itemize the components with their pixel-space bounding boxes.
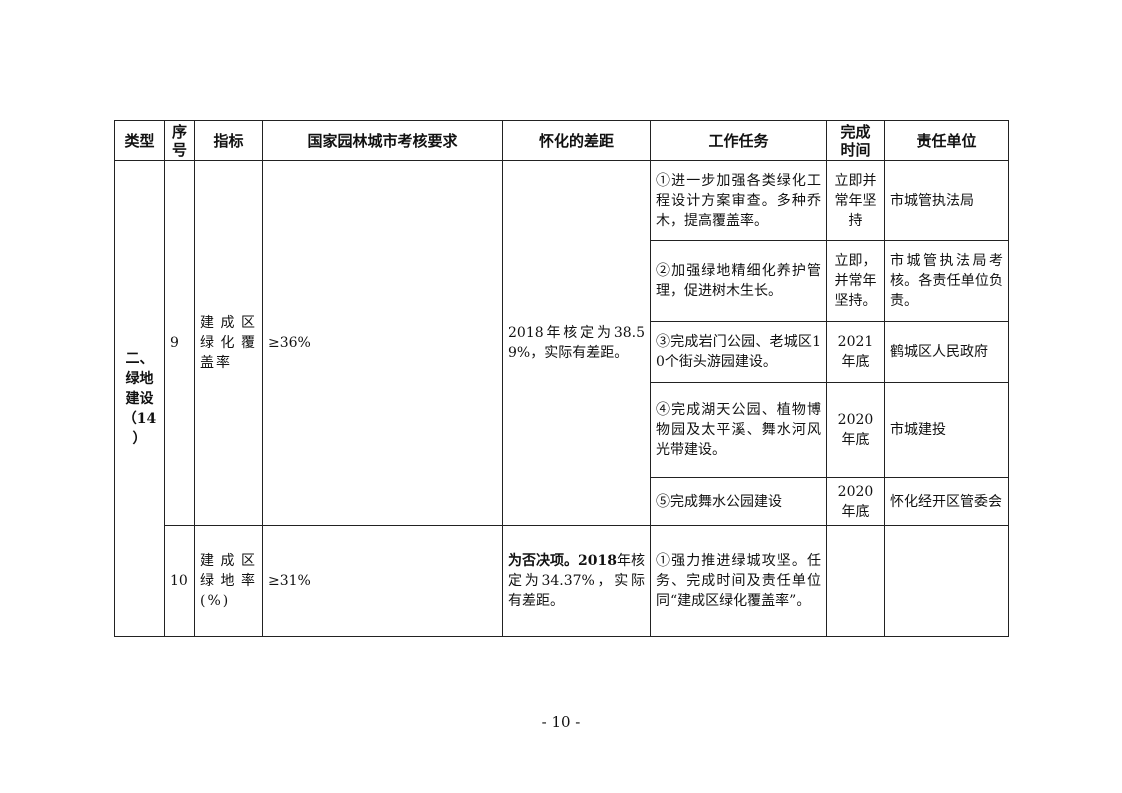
task-cell: ②加强绿地精细化养护管理，促进树木生长。 xyxy=(650,240,827,322)
requirement-cell: ≥31% xyxy=(262,525,503,637)
table-row: ⑤完成舞水公园建设 2020年底 怀化经开区管委会 xyxy=(115,477,1009,526)
header-type: 类型 xyxy=(114,120,165,161)
header-task: 工作任务 xyxy=(650,120,827,161)
header-seq-line: 序 xyxy=(171,122,187,141)
gap-cell: 为否决项。2018年核定为34.37%，实际有差距。 xyxy=(502,525,651,637)
header-unit: 责任单位 xyxy=(884,120,1009,161)
header-requirement: 国家园林城市考核要求 xyxy=(262,120,503,161)
unit-cell: 市城管执法局 xyxy=(884,160,1009,241)
veto-label: 为否决项。2018 xyxy=(508,553,617,569)
time-cell: 立即并常年坚持 xyxy=(826,160,885,241)
unit-cell: 怀化经开区管委会 xyxy=(884,477,1009,526)
time-cell: 2021年底 xyxy=(826,321,885,383)
gap-cell: 2018年核定为38.59%，实际有差距。 xyxy=(502,160,651,526)
header-time-line: 时间 xyxy=(840,140,871,159)
time-cell: 2020年底 xyxy=(826,477,885,526)
assessment-table: 类型 序 号 指标 国家园林城市考核要求 怀化的差距 工作任务 完成 时间 责任… xyxy=(114,120,1009,637)
task-cell: ④完成湖天公园、植物博物园及太平溪、舞水河风光带建设。 xyxy=(650,382,827,478)
unit-cell xyxy=(884,525,1009,637)
table-row: ③完成岩门公园、老城区10个街头游园建设。 2021年底 鹤城区人民政府 xyxy=(115,321,1009,383)
header-time: 完成 时间 xyxy=(826,120,885,161)
gap-text: 年核定为34.37%，实际有差距。 xyxy=(508,553,646,609)
header-seq: 序 号 xyxy=(164,120,195,161)
task-cell: ⑤完成舞水公园建设 xyxy=(650,477,827,526)
time-cell: 2020年底 xyxy=(826,382,885,478)
header-time-line: 完成 xyxy=(840,122,871,141)
task-cell: ③完成岩门公园、老城区10个街头游园建设。 xyxy=(650,321,827,383)
seq-cell: 10 xyxy=(164,525,195,637)
category-line: 建设 xyxy=(125,390,154,407)
indicator-cell: 建成区绿化覆盖率 xyxy=(194,160,263,526)
unit-cell: 市城管执法局考核。各责任单位负责。 xyxy=(884,240,1009,322)
table-row: 10 建成区绿地率(%) ≥31% 为否决项。2018年核定为34.37%，实际… xyxy=(115,525,1009,637)
category-line: （14 xyxy=(122,410,157,427)
category-line: ） xyxy=(132,430,147,447)
page-number: - 10 - xyxy=(541,713,581,731)
task-cell: ①进一步加强各类绿化工程设计方案审查。多种乔木，提高覆盖率。 xyxy=(650,160,827,241)
header-row: 类型 序 号 指标 国家园林城市考核要求 怀化的差距 工作任务 完成 时间 责任… xyxy=(114,120,1009,161)
table-row: ②加强绿地精细化养护管理，促进树木生长。 立即，并常年坚持。 市城管执法局考核。… xyxy=(115,240,1009,322)
unit-cell: 市城建投 xyxy=(884,382,1009,478)
category-cell: 二、 绿地 建设 （14 ） xyxy=(114,160,165,637)
table-row: ④完成湖天公园、植物博物园及太平溪、舞水河风光带建设。 2020年底 市城建投 xyxy=(115,382,1009,478)
time-cell xyxy=(826,525,885,637)
category-line: 二、 xyxy=(125,350,154,367)
header-seq-line: 号 xyxy=(171,140,187,159)
unit-cell: 鹤城区人民政府 xyxy=(884,321,1009,383)
seq-cell: 9 xyxy=(164,160,195,526)
indicator-cell: 建成区绿地率(%) xyxy=(194,525,263,637)
task-cell: ①强力推进绿城攻坚。任务、完成时间及责任单位同“建成区绿化覆盖率”。 xyxy=(650,525,827,637)
category-line: 绿地 xyxy=(125,370,154,387)
header-indicator: 指标 xyxy=(194,120,263,161)
table-row: 二、 绿地 建设 （14 ） 9 建成区绿化覆盖率 ≥36% 2018年核定为3… xyxy=(114,160,1009,637)
time-cell: 立即，并常年坚持。 xyxy=(826,240,885,322)
requirement-cell: ≥36% xyxy=(262,160,503,526)
header-gap: 怀化的差距 xyxy=(502,120,651,161)
